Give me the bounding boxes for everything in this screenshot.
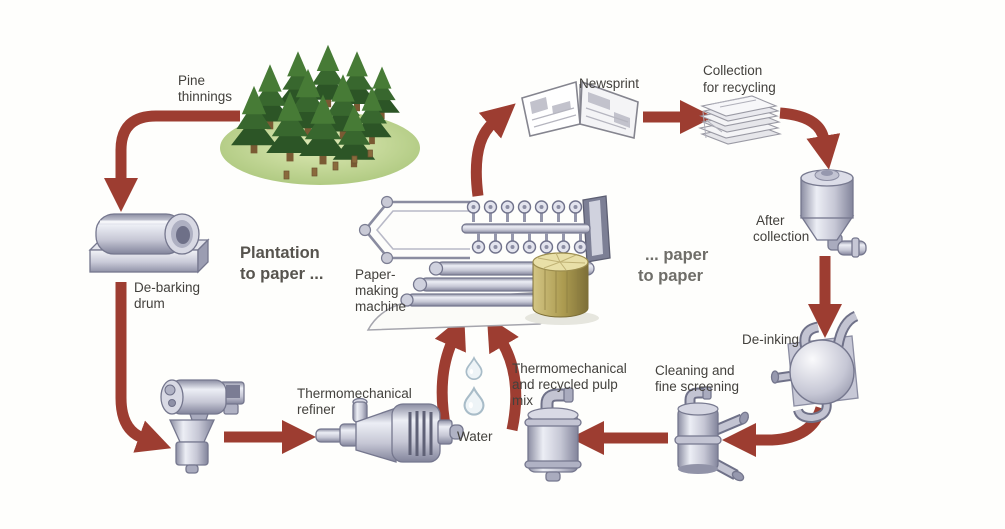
collection-for-recycling-label: Collection for recycling — [703, 63, 776, 95]
tree-stumps — [283, 149, 373, 180]
newsprint-label: Newsprint — [579, 76, 639, 91]
debarking-drum-illustration — [88, 213, 210, 274]
arrow-pulpmix-to-machine — [486, 316, 522, 432]
pine-thinnings-label: Pine thinnings — [178, 73, 232, 104]
deinking-label: De-inking — [742, 332, 799, 347]
thermomechanical-refiner-label: Thermomechanical refiner — [297, 386, 416, 417]
thermomechanical-refiner-illustration — [315, 397, 464, 463]
recycling-stack-illustration — [698, 95, 782, 145]
deinking-illustration — [770, 310, 859, 424]
arrow-machine-to-newsprint — [470, 103, 516, 197]
arrow-trees-to-debarker — [103, 110, 240, 213]
newsprint-illustration — [521, 80, 639, 140]
pulp-mix-label: Thermomechanical and recycled pulp mix — [512, 361, 631, 408]
after-collection-label: After collection — [753, 213, 809, 244]
press-rollers-bottom — [471, 233, 588, 254]
arrow-refiner-to-machine — [434, 314, 466, 432]
arrow-collection-to-aftercollection — [779, 107, 841, 170]
paper-roll-illustration — [525, 252, 599, 325]
press-rollers-top — [466, 200, 583, 222]
caption-paper-to-paper: ... paper to paper — [638, 246, 713, 285]
water-drops-icon — [463, 357, 485, 416]
arrow-debarker-to-chipper — [115, 282, 172, 453]
chipper-illustration — [160, 379, 245, 474]
paper-making-machine-illustration — [358, 195, 611, 331]
paper-making-machine-label: Paper- making machine — [355, 267, 406, 314]
cleaning-screening-label: Cleaning and fine screening — [655, 363, 739, 394]
caption-plantation-to-paper: Plantation to paper ... — [240, 244, 324, 283]
after-collection-illustration — [799, 169, 867, 258]
pulp-mix-tank-illustration — [524, 387, 582, 482]
debarking-drum-label: De-barking drum — [134, 280, 204, 311]
cleaning-screening-illustration — [674, 386, 749, 482]
water-label: Water — [457, 429, 493, 444]
pine-forest-illustration — [220, 44, 420, 185]
arrow-deinking-to-cleaning — [721, 406, 827, 458]
